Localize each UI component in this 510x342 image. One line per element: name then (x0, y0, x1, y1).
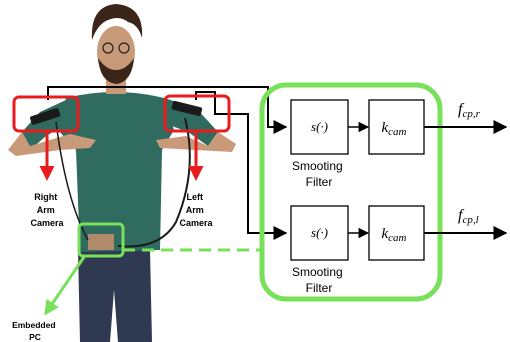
camera-cable-2 (55, 121, 89, 241)
hair (91, 4, 143, 40)
camera-right-body (30, 108, 61, 125)
embedded-pc-label: Embedded PC (12, 320, 58, 342)
glasses-right (118, 42, 130, 54)
signal-line-right-camera (47, 86, 288, 134)
embedded-pc-arrow (44, 256, 86, 316)
jeans (78, 250, 152, 342)
filter-block-left (290, 205, 349, 261)
embedded-pc-highlight (77, 222, 125, 258)
right-camera-label: Right Arm Camera (30, 192, 64, 228)
filter-symbol-right: s(·) (311, 119, 328, 134)
camera-left-body (171, 100, 203, 117)
processing-container (259, 82, 443, 302)
head (97, 26, 135, 78)
glasses-left (102, 42, 114, 54)
gain-symbol-right: kcam (382, 120, 407, 138)
forearm-right (8, 132, 96, 156)
filter-caption-left: Smooting Filter (292, 265, 346, 295)
embedded-pc-box (88, 234, 114, 250)
gain-symbol-left: kcam (382, 226, 407, 244)
pipeline-right: s(·) kcam fcp,r Smooting Filter (290, 99, 508, 189)
beard (98, 58, 134, 84)
person-photo (8, 4, 236, 342)
filter-block-right (290, 99, 349, 155)
filter-caption-right: Smooting Filter (292, 159, 346, 189)
left-camera-highlight (163, 94, 231, 133)
filter-symbol-left: s(·) (311, 225, 328, 240)
right-camera-highlight (12, 95, 80, 133)
signal-line-left-camera (195, 91, 288, 240)
output-label-right: fcp,r (458, 101, 481, 120)
pipeline-left: s(·) kcam fcp,l Smooting Filter (290, 205, 508, 295)
camera-cable (117, 117, 191, 248)
shirt (58, 92, 174, 252)
output-label-left: fcp,l (458, 207, 479, 226)
left-camera-label: Left Arm Camera (179, 192, 213, 228)
